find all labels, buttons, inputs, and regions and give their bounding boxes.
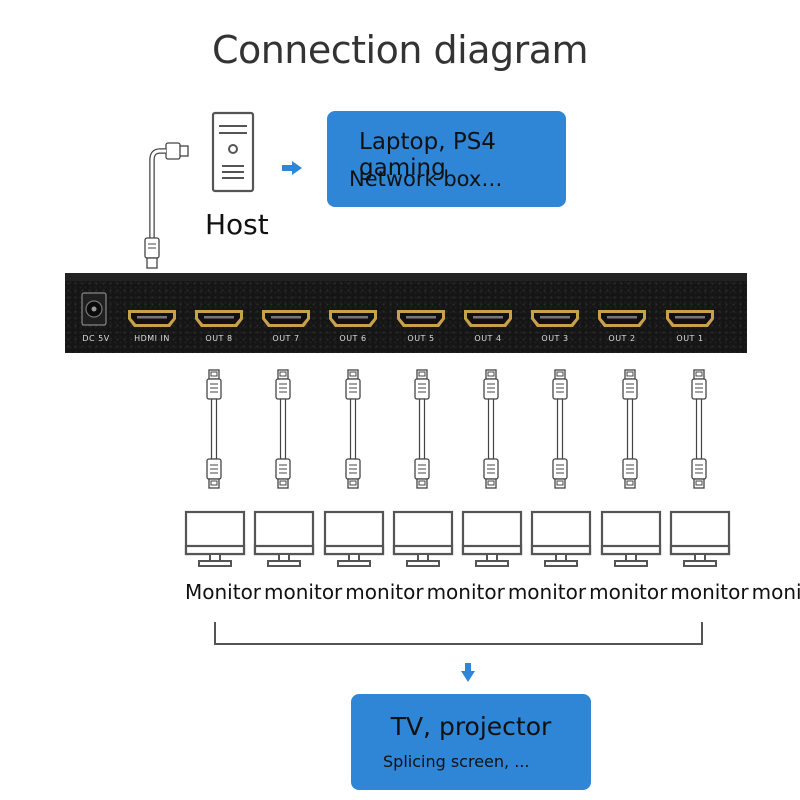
host-hdmi-cable-icon bbox=[144, 142, 189, 269]
source-line-1: Laptop, PS4 gaming bbox=[359, 129, 496, 181]
source-line-2: Network box… bbox=[349, 167, 503, 191]
output-line-1: TV, projector bbox=[390, 712, 552, 741]
hdmi-cable-icon bbox=[552, 369, 568, 489]
monitor-icon bbox=[323, 510, 385, 568]
hdmi-cable-icon bbox=[345, 369, 361, 489]
monitor-icon bbox=[461, 510, 523, 568]
monitor-label: monitor bbox=[589, 580, 668, 604]
hdmi-cable-icon bbox=[206, 369, 222, 489]
power-port-label: DC 5V bbox=[82, 334, 110, 343]
grouping-bracket bbox=[214, 622, 703, 645]
port-label-out-6: OUT 6 bbox=[339, 334, 367, 343]
out-8-port bbox=[195, 310, 243, 327]
output-line-2: Splicing screen, ... bbox=[383, 752, 530, 771]
monitor-icon bbox=[600, 510, 662, 568]
monitor-label: monitor bbox=[264, 580, 343, 604]
monitor-icon bbox=[253, 510, 315, 568]
monitor-label: monitor bbox=[751, 580, 800, 604]
port-label-out-1: OUT 1 bbox=[676, 334, 704, 343]
out-4-port bbox=[464, 310, 512, 327]
monitor-label: Monitor bbox=[185, 580, 262, 604]
out-2-port bbox=[598, 310, 646, 327]
out-3-port bbox=[531, 310, 579, 327]
port-label-out-3: OUT 3 bbox=[541, 334, 569, 343]
arrow-right-icon bbox=[282, 161, 302, 175]
power-jack-icon bbox=[81, 292, 107, 326]
port-label-hdmi-in: HDMI IN bbox=[134, 334, 170, 343]
monitor-icon bbox=[530, 510, 592, 568]
port-label-out-8: OUT 8 bbox=[205, 334, 233, 343]
monitor-icon bbox=[392, 510, 454, 568]
monitor-label: monitor bbox=[426, 580, 505, 604]
hdmi-cable-icon bbox=[691, 369, 707, 489]
hdmi-cable-icon bbox=[622, 369, 638, 489]
port-label-out-7: OUT 7 bbox=[272, 334, 300, 343]
hdmi-cable-icon bbox=[414, 369, 430, 489]
source-devices-box: Laptop, PS4 gaming Network box… bbox=[327, 111, 566, 207]
page-title: Connection diagram bbox=[211, 28, 589, 72]
output-devices-box: TV, projector Splicing screen, ... bbox=[351, 694, 591, 790]
monitor-label: monitor bbox=[507, 580, 587, 604]
arrow-down-icon bbox=[461, 663, 475, 682]
port-label-out-2: OUT 2 bbox=[608, 334, 636, 343]
out-6-port bbox=[329, 310, 377, 327]
hdmi-in-port bbox=[128, 310, 176, 327]
device-top-edge bbox=[65, 273, 747, 281]
monitor-label: monitor bbox=[345, 580, 424, 604]
port-label-out-4: OUT 4 bbox=[474, 334, 502, 343]
out-7-port bbox=[262, 310, 310, 327]
monitor-label: monitor bbox=[670, 580, 749, 604]
port-label-out-5: OUT 5 bbox=[407, 334, 435, 343]
monitor-icon bbox=[669, 510, 731, 568]
monitor-icon bbox=[184, 510, 246, 568]
computer-tower-icon bbox=[211, 111, 255, 193]
hdmi-cable-icon bbox=[275, 369, 291, 489]
hdmi-cable-icon bbox=[483, 369, 499, 489]
out-5-port bbox=[397, 310, 445, 327]
out-1-port bbox=[666, 310, 714, 327]
host-label: Host bbox=[205, 208, 269, 241]
